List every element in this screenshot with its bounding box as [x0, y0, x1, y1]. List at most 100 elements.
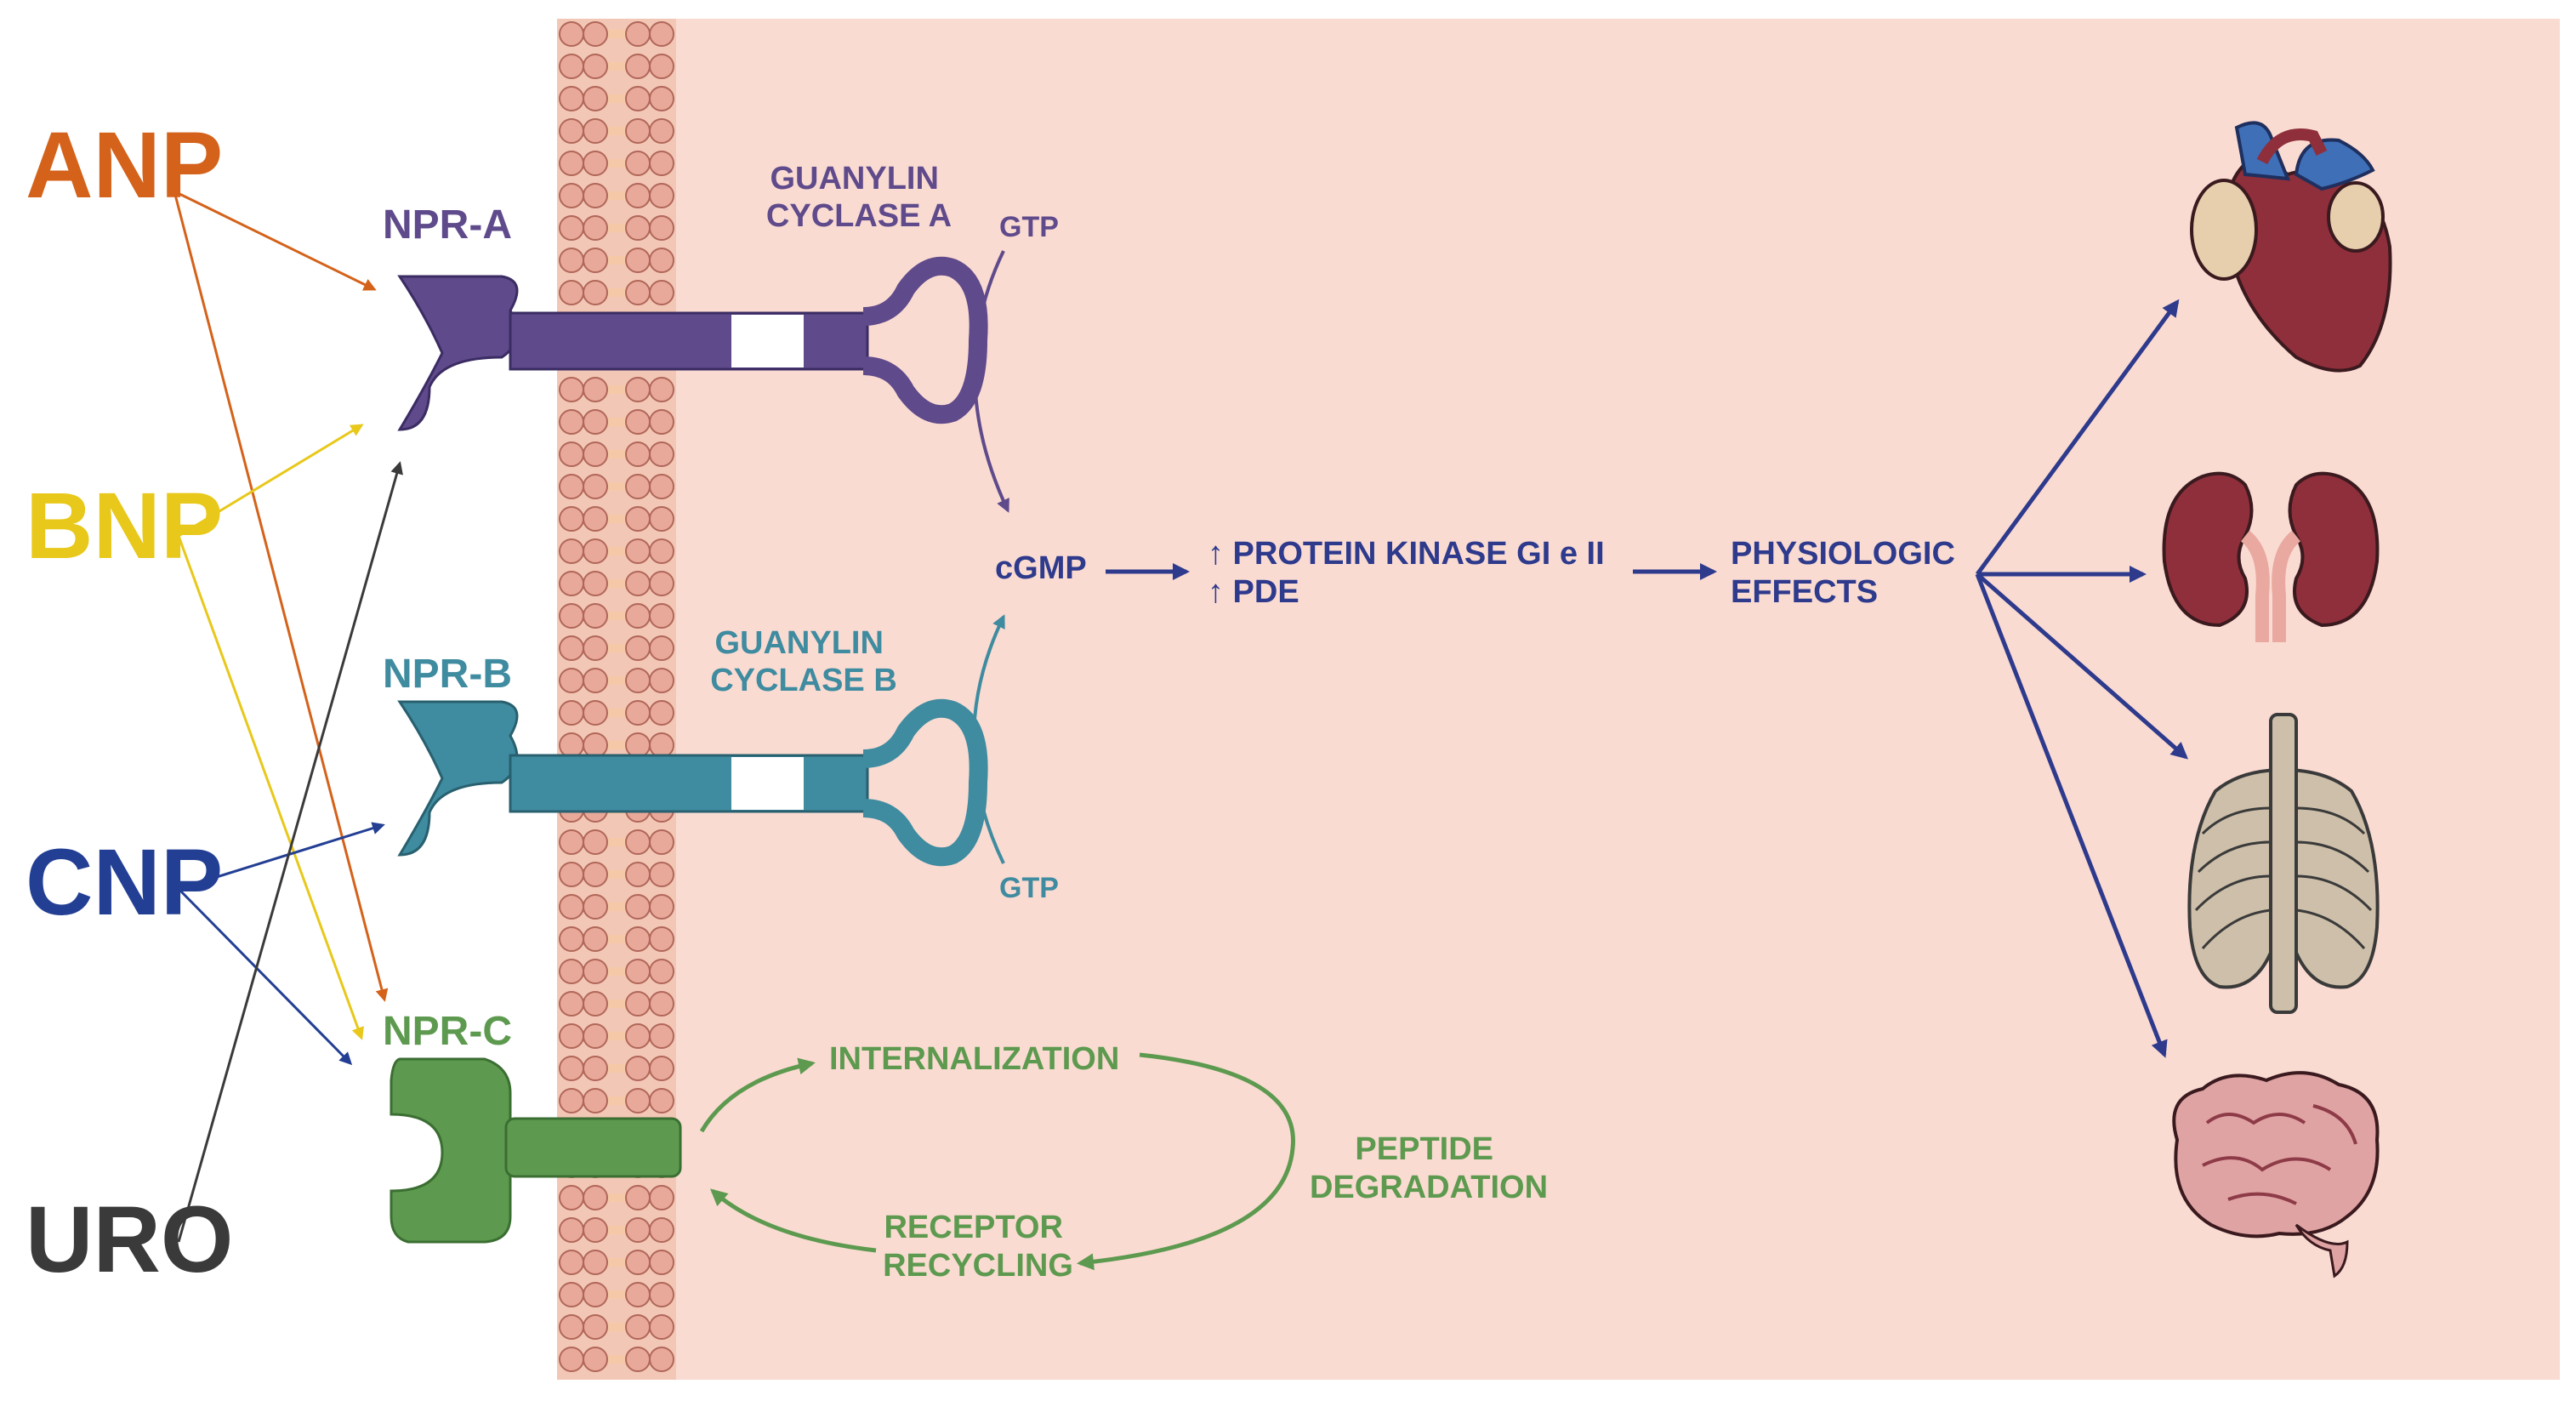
lipid-head: [583, 635, 608, 661]
lipid-head: [583, 732, 608, 758]
npr-c-stalk: [504, 1117, 682, 1178]
lipid-head: [625, 538, 651, 564]
lipid-head: [583, 506, 608, 532]
lipid-head: [559, 506, 584, 532]
lipid-head: [583, 21, 608, 47]
lipid-head: [559, 538, 584, 564]
lipid-head: [625, 280, 651, 305]
ribcage-icon: [2187, 713, 2380, 1014]
lipid-head: [625, 86, 651, 111]
lipid-head: [649, 86, 674, 111]
lipid-head: [625, 668, 651, 693]
lipid-head: [625, 377, 651, 402]
lipid-head: [625, 506, 651, 532]
gtp-bottom-label: GTP: [999, 872, 1059, 904]
npr-c-degradation-arc: [1077, 1052, 1295, 1271]
guanylin-cyclase-a-label: GUANYLIN CYCLASE A: [766, 161, 952, 234]
recycling-line-2: RECYCLING: [883, 1248, 1073, 1284]
npr-c-label: NPR-C: [383, 1009, 512, 1054]
lipid-head: [649, 991, 674, 1017]
lipid-tail: [598, 30, 635, 38]
arrow-to-brain: [1975, 573, 2168, 1058]
lipid-head: [559, 1088, 584, 1113]
npr-b-label: NPR-B: [383, 652, 512, 697]
lipid-tail: [598, 1226, 635, 1234]
lipid-tail: [598, 579, 635, 588]
npr-a-label: NPR-A: [383, 202, 512, 248]
lipid-tail: [598, 224, 635, 232]
gc-b-line-2: CYCLASE B: [710, 663, 897, 698]
lipid-tail: [598, 709, 635, 717]
lipid-head: [625, 1250, 651, 1275]
lipid-tail: [598, 62, 635, 71]
lipid-head: [625, 1314, 651, 1340]
lipid-head: [559, 280, 584, 305]
gc-a-line-1: GUANYLIN: [770, 161, 938, 196]
lipid-head: [559, 603, 584, 629]
ligand-cnp-label: CNP: [26, 830, 223, 935]
ligand-arrows: [173, 190, 403, 1243]
lipid-head: [583, 280, 608, 305]
lipid-head: [649, 1056, 674, 1081]
lipid-tail: [598, 127, 635, 135]
lipid-tail: [598, 1096, 635, 1105]
lipid-head: [559, 21, 584, 47]
lipid-head: [583, 248, 608, 273]
lipid-head: [625, 926, 651, 952]
lipid-tail: [598, 515, 635, 523]
lipid-head: [625, 894, 651, 920]
lipid-head: [649, 926, 674, 952]
lipid-head: [583, 571, 608, 596]
lipid-tail: [598, 612, 635, 620]
arrow-to-ribcage: [1976, 572, 2189, 760]
lipid-head: [559, 118, 584, 144]
npr-a-stalk: [509, 311, 869, 371]
lipid-head: [583, 894, 608, 920]
lipid-tail: [598, 482, 635, 491]
lipid-head: [583, 991, 608, 1017]
lipid-tail: [598, 1258, 635, 1267]
lipid-head: [649, 829, 674, 855]
lipid-head: [625, 248, 651, 273]
lipid-head: [583, 54, 608, 79]
lipid-head: [559, 635, 584, 661]
lipid-head: [583, 1250, 608, 1275]
physiologic-effects-label: PHYSIOLOGIC EFFECTS: [1731, 536, 1964, 610]
lipid-head: [583, 474, 608, 499]
lipid-head: [649, 635, 674, 661]
receptor-recycling-label: RECEPTOR RECYCLING: [883, 1210, 1073, 1284]
lipid-head: [625, 829, 651, 855]
lipid-tail: [598, 1290, 635, 1299]
lipid-head: [649, 118, 674, 144]
npr-b-binding-domain: [397, 700, 519, 857]
lipid-head: [649, 409, 674, 435]
lipid-head: [625, 118, 651, 144]
lipid-head: [625, 1185, 651, 1210]
lipid-head: [559, 862, 584, 887]
lipid-head: [625, 1056, 651, 1081]
lipid-tail: [598, 450, 635, 458]
lipid-head: [583, 409, 608, 435]
lipid-head: [649, 1347, 674, 1372]
lipid-head: [583, 862, 608, 887]
lipid-head: [649, 1314, 674, 1340]
lipid-head: [559, 991, 584, 1017]
lipid-head: [583, 377, 608, 402]
lipid-head: [649, 215, 674, 241]
npr-b-receptor: [397, 698, 988, 867]
lipid-tail: [598, 256, 635, 265]
lipid-head: [625, 635, 651, 661]
lipid-head: [625, 151, 651, 176]
lipid-head: [583, 1282, 608, 1307]
heart-icon: [2190, 121, 2392, 373]
lipid-tail: [598, 644, 635, 652]
lipid-head: [559, 409, 584, 435]
lipid-head: [625, 862, 651, 887]
protein-kinase-label: ↑ PROTEIN KINASE GI e II: [1208, 536, 1605, 572]
npr-a-binding-domain: [397, 275, 519, 431]
lipid-tail: [598, 1323, 635, 1331]
lipid-tail: [598, 838, 635, 846]
effects-line-1: PHYSIOLOGIC: [1731, 536, 1955, 572]
